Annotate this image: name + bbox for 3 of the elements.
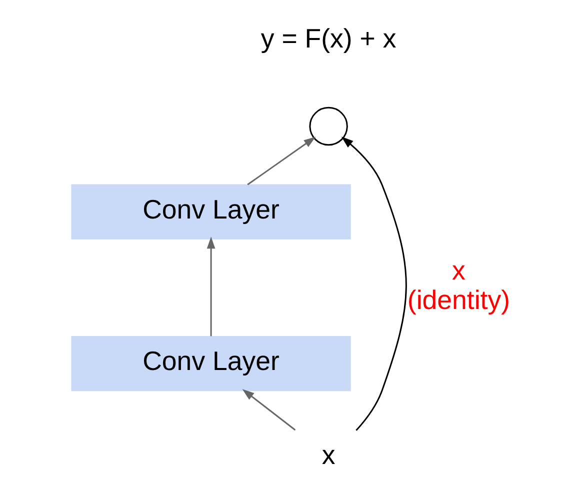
- node-text: x: [322, 440, 336, 470]
- label: y = F(x) + x: [260, 23, 396, 54]
- edge-label: x (identity): [407, 255, 510, 316]
